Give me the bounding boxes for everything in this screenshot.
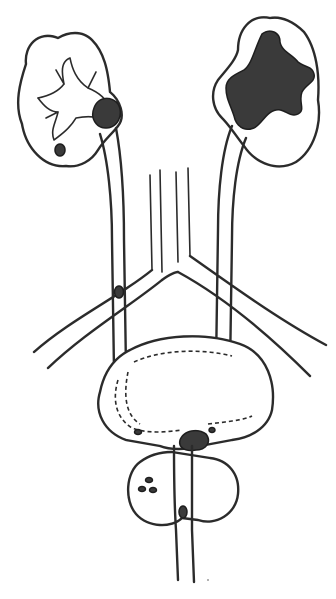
left-ureter: [216, 126, 246, 370]
prostatic-stone-3: [150, 488, 157, 493]
urethral-stone: [179, 506, 187, 518]
urinary-bladder: [98, 336, 273, 450]
bladder-neck-stone-2: [209, 428, 215, 433]
bladder-stone: [180, 431, 209, 451]
prostatic-stone-1: [146, 478, 153, 483]
lower-calyx-stone: [55, 144, 65, 156]
great-vessels: [150, 168, 190, 272]
right-ureter: [100, 128, 126, 370]
bladder-neck-stone-1: [135, 430, 142, 435]
speck: [207, 579, 209, 581]
right-kidney: [18, 33, 122, 166]
prostatic-stone-2: [139, 487, 146, 492]
renal-pelvis-stone: [93, 98, 121, 128]
ureter-stone: [115, 286, 124, 298]
left-kidney: [213, 17, 319, 166]
